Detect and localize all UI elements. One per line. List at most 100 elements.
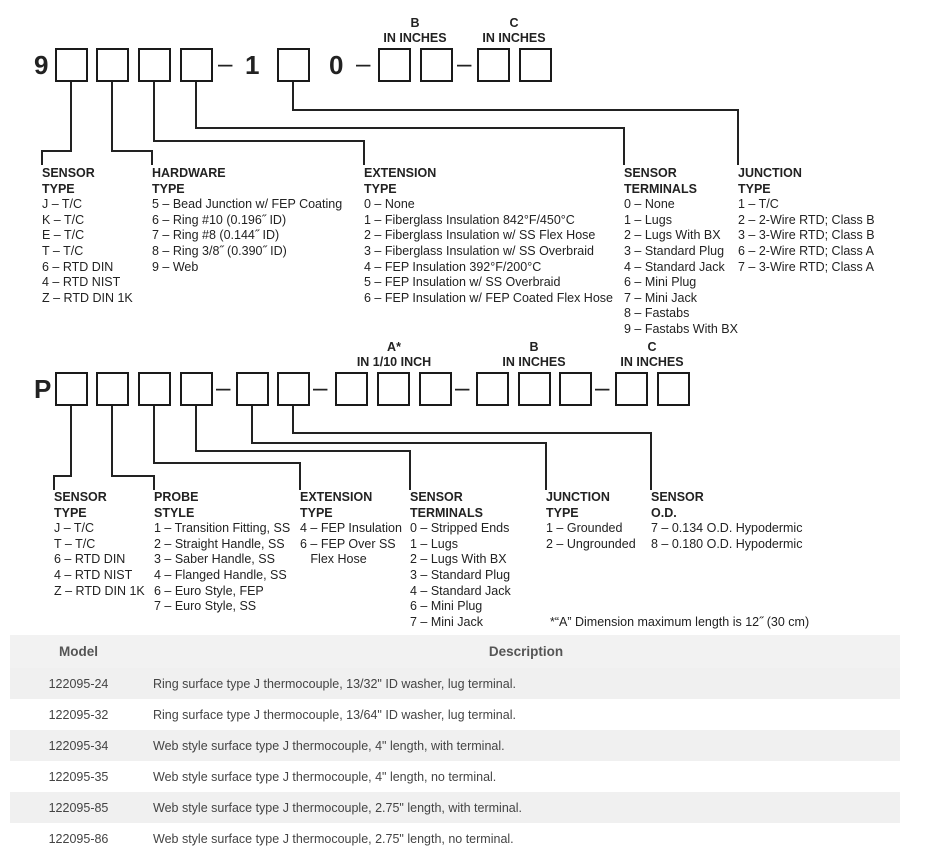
list-item: 2 – Ungrounded: [546, 536, 636, 551]
code2-header-c: C IN INCHES: [612, 340, 692, 370]
list-item: 4 – Flanged Handle, SS: [154, 567, 287, 582]
code1-box-sensor-type: [55, 48, 88, 82]
code2-col-junction-type-title-2: TYPE: [546, 505, 579, 520]
list-item: E – T/C: [42, 228, 85, 243]
list-item: J – T/C: [54, 521, 95, 536]
list-item: 6 – FEP Insulation w/ FEP Coated Flex Ho…: [364, 290, 613, 305]
list-item: K – T/C: [42, 212, 85, 227]
list-item: 4 – Standard Jack: [410, 583, 511, 598]
code1-col-sensor-type: SENSOR TYPE J – T/C K – T/C E – T/C T – …: [42, 166, 133, 306]
code2-dash-3: –: [455, 372, 470, 402]
list-item: T – T/C: [54, 536, 96, 551]
code1-box-extension-type: [138, 48, 171, 82]
code1-box-b-1: [378, 48, 411, 82]
code1-col-junction-type: JUNCTION TYPE 1 – T/C 2 – 2-Wire RTD; Cl…: [738, 166, 875, 275]
code2-col-sensor-terminals-title-2: TERMINALS: [410, 505, 483, 520]
code2-header-b: B IN INCHES: [494, 340, 574, 370]
code1-col-hardware-type-title-2: TYPE: [152, 181, 185, 196]
code2-box-sensor-terminals: [236, 372, 269, 406]
list-item: 1 – Grounded: [546, 521, 623, 536]
list-item: 1 – Transition Fitting, SS: [154, 521, 291, 536]
code2-dash-4: –: [595, 372, 610, 402]
list-item: 3 – Standard Plug: [410, 567, 511, 582]
code2-box-extension-2: [180, 372, 213, 406]
code1-col-hardware-type: HARDWARE TYPE 5 – Bead Junction w/ FEP C…: [152, 166, 342, 275]
code2-box-c-1: [615, 372, 648, 406]
description-cell: Ring surface type J thermocouple, 13/32"…: [147, 668, 900, 699]
code1-box-extension-2: [180, 48, 213, 82]
list-item: 7 – 3-Wire RTD; Class A: [738, 259, 874, 274]
list-item: 7 – Mini Jack: [624, 290, 697, 305]
list-item: 7 – Mini Jack: [410, 614, 483, 629]
code2-box-b-1: [476, 372, 509, 406]
list-item: 9 – Fastabs With BX: [624, 321, 738, 336]
list-item: 8 – Ring 3/8˝ (0.390˝ ID): [152, 243, 287, 258]
model-cell: 122095-35: [10, 761, 147, 792]
code2-col-probe-style: PROBE STYLE 1 – Transition Fitting, SS 2…: [154, 490, 290, 615]
list-item: Z – RTD DIN 1K: [54, 583, 145, 598]
list-item: 8 – 0.180 O.D. Hypodermic: [651, 536, 803, 551]
code2-dash-2: –: [313, 372, 328, 402]
list-item: 5 – Bead Junction w/ FEP Coating: [152, 197, 343, 212]
list-item: Flex Hose: [300, 552, 367, 567]
list-item: 6 – FEP Over SS: [300, 536, 396, 551]
code2-col-probe-style-title-1: PROBE: [154, 490, 199, 504]
code2-col-sensor-terminals: SENSOR TERMINALS 0 – Stripped Ends 1 – L…: [410, 490, 511, 630]
model-cell: 122095-32: [10, 699, 147, 730]
list-item: 2 – Straight Handle, SS: [154, 536, 285, 551]
code1-col-sensor-terminals-title-1: SENSOR: [624, 166, 677, 180]
code1-fixed-zero: 0: [329, 50, 344, 80]
description-cell: Web style surface type J thermocouple, 2…: [147, 792, 900, 823]
code2-col-extension-type-title-2: TYPE: [300, 505, 333, 520]
code1-box-c-2: [519, 48, 552, 82]
code2-col-sensor-type: SENSOR TYPE J – T/C T – T/C 6 – RTD DIN …: [54, 490, 145, 599]
list-item: 7 – Ring #8 (0.144˝ ID): [152, 228, 280, 243]
list-item: 7 – Euro Style, SS: [154, 599, 257, 614]
code1-box-sensor-terminals: [277, 48, 310, 82]
description-cell: Ring surface type J thermocouple, 13/64"…: [147, 699, 900, 730]
list-item: 4 – FEP Insulation 392°F/200°C: [364, 259, 542, 274]
code2-box-extension-1: [138, 372, 171, 406]
list-item: 3 – Fiberglass Insulation w/ SS Overbrai…: [364, 243, 594, 258]
description-cell: Web style surface type J thermocouple, 2…: [147, 823, 900, 854]
list-item: Z – RTD DIN 1K: [42, 290, 133, 305]
list-item: J – T/C: [42, 197, 83, 212]
code1-header-c-units: IN INCHES: [482, 31, 546, 45]
list-item: 4 – RTD NIST: [42, 275, 121, 290]
list-item: 2 – Fiberglass Insulation w/ SS Flex Hos…: [364, 228, 596, 243]
column-header-model: Model: [10, 635, 147, 668]
list-item: 6 – Euro Style, FEP: [154, 583, 264, 598]
code2-header-a-units: IN 1/10 INCH: [356, 355, 432, 369]
list-item: 2 – Lugs With BX: [410, 552, 507, 567]
list-item: 3 – 3-Wire RTD; Class B: [738, 228, 875, 243]
list-item: 6 – RTD DIN: [42, 259, 114, 274]
code1-header-b-units: IN INCHES: [383, 31, 447, 45]
code1-box-hardware-type: [96, 48, 129, 82]
code2-col-extension-type-title-1: EXTENSION: [300, 490, 373, 504]
code2-col-extension-type: EXTENSION TYPE 4 – FEP Insulation 6 – FE…: [300, 490, 402, 568]
list-item: 4 – Standard Jack: [624, 259, 725, 274]
code1-col-sensor-type-title-1: SENSOR: [42, 166, 95, 180]
model-cell: 122095-85: [10, 792, 147, 823]
code2-box-probe-style: [96, 372, 129, 406]
code2-box-b-3: [559, 372, 592, 406]
code2-box-a-2: [377, 372, 410, 406]
table-row: 122095-35 Web style surface type J therm…: [10, 761, 900, 792]
code1-col-extension-type-title-2: TYPE: [364, 181, 397, 196]
code2-prefix: P: [34, 374, 52, 404]
code1-dash-1: –: [218, 48, 233, 78]
list-item: 6 – Mini Plug: [410, 599, 483, 614]
model-cell: 122095-24: [10, 668, 147, 699]
description-cell: Web style surface type J thermocouple, 4…: [147, 761, 900, 792]
code2-col-sensor-od: SENSOR O.D. 7 – 0.134 O.D. Hypodermic 8 …: [651, 490, 802, 552]
code1-header-b-letter: B: [410, 16, 420, 30]
code1-header-c: C IN INCHES: [474, 16, 554, 46]
code1-dash-3: –: [457, 48, 472, 78]
list-item: 6 – 2-Wire RTD; Class A: [738, 243, 874, 258]
code2-header-a-letter: A*: [387, 340, 401, 354]
list-item: 9 – Web: [152, 259, 199, 274]
column-header-description: Description: [147, 635, 900, 668]
code2-box-a-1: [335, 372, 368, 406]
